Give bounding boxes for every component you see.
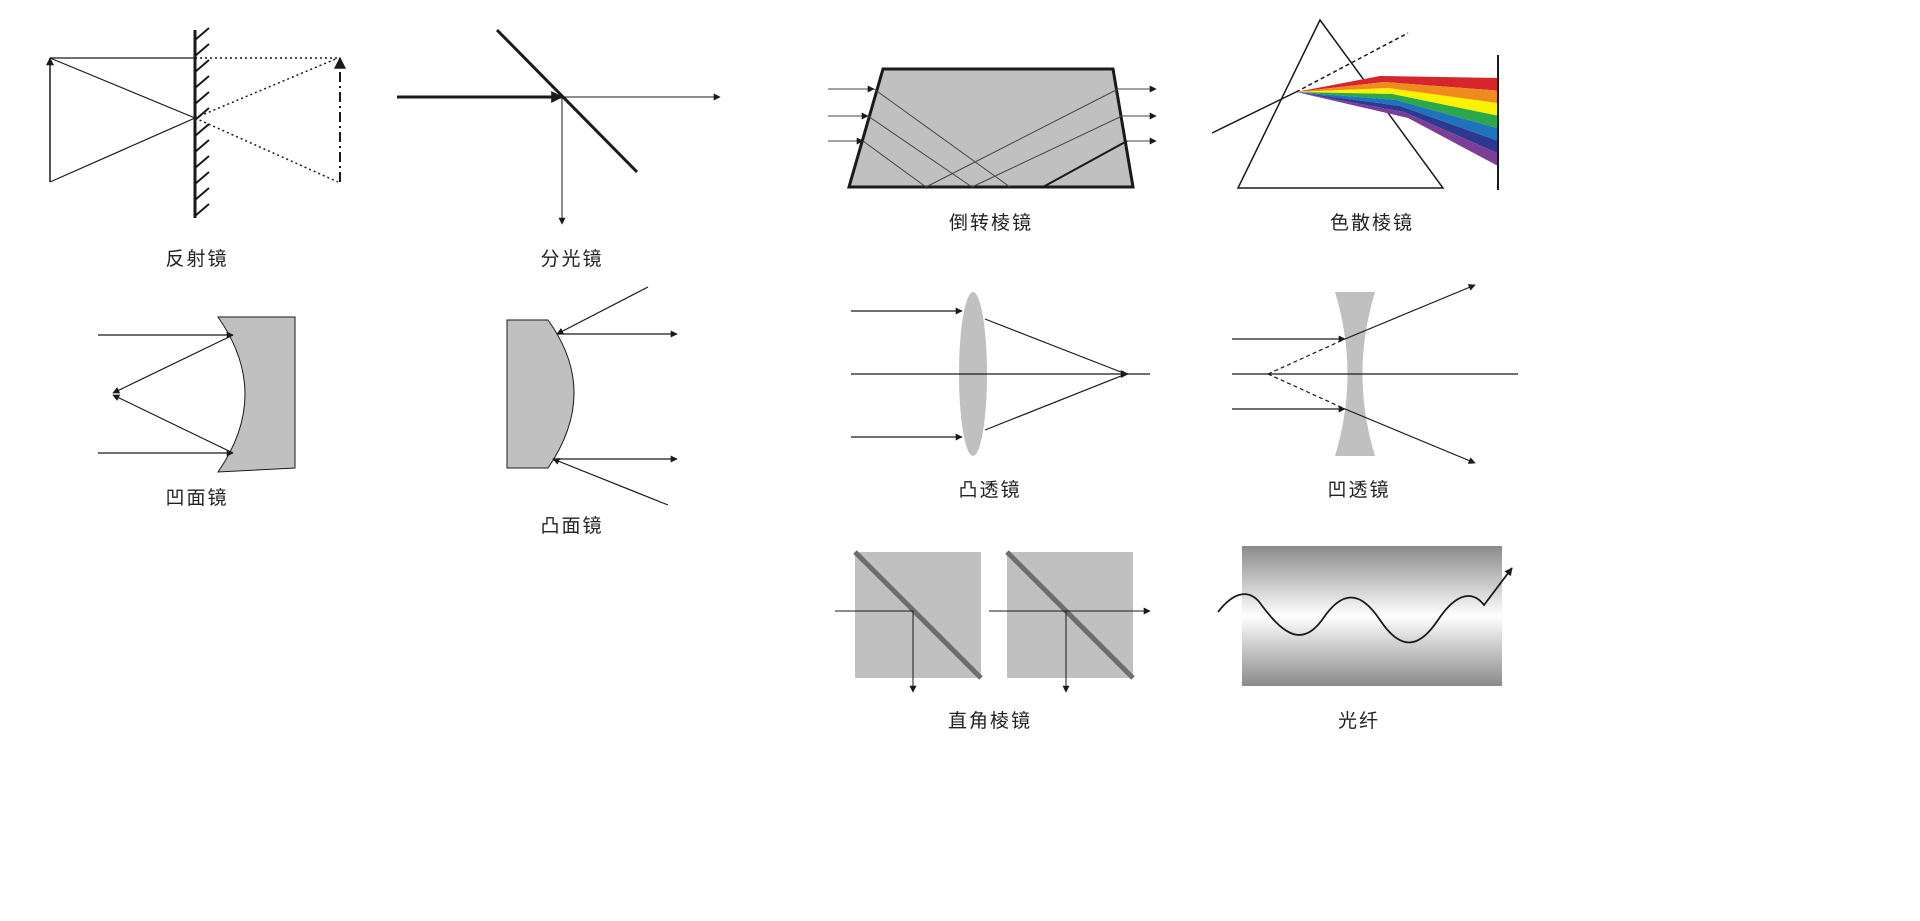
spectrum-band bbox=[1296, 92, 1498, 129]
label-convex-lens: 凸透镜 bbox=[958, 479, 1021, 501]
concave-lens-figure bbox=[1232, 284, 1518, 464]
right-angle-prism-figure bbox=[835, 550, 1151, 693]
label-optical-fiber: 光纤 bbox=[1338, 710, 1380, 732]
label-concave-lens: 凹透镜 bbox=[1327, 479, 1390, 501]
label-inversion-prism: 倒转棱镜 bbox=[949, 212, 1033, 234]
label-concave-mirror: 凹面镜 bbox=[165, 487, 228, 509]
convex-mirror-figure bbox=[506, 286, 678, 506]
label-mirror: 反射镜 bbox=[165, 248, 228, 270]
label-right-angle-prism: 直角棱镜 bbox=[948, 710, 1032, 732]
concave-mirror-figure bbox=[98, 316, 296, 473]
label-beam-splitter: 分光镜 bbox=[540, 248, 603, 270]
convex-lens-figure bbox=[851, 292, 1150, 456]
spectrum-band bbox=[1296, 82, 1498, 104]
spectrum-band bbox=[1296, 76, 1498, 92]
inversion-prism-figure bbox=[828, 67, 1157, 189]
label-dispersion-prism: 色散棱镜 bbox=[1330, 212, 1414, 234]
beam-splitter-figure bbox=[397, 28, 721, 225]
spectrum-band bbox=[1296, 92, 1498, 141]
dispersion-prism-figure bbox=[1211, 18, 1499, 190]
optical-fiber-figure bbox=[1217, 546, 1513, 686]
label-convex-mirror: 凸面镜 bbox=[540, 515, 603, 537]
spectrum-band bbox=[1296, 88, 1498, 116]
plane-mirror-figure bbox=[46, 27, 346, 218]
